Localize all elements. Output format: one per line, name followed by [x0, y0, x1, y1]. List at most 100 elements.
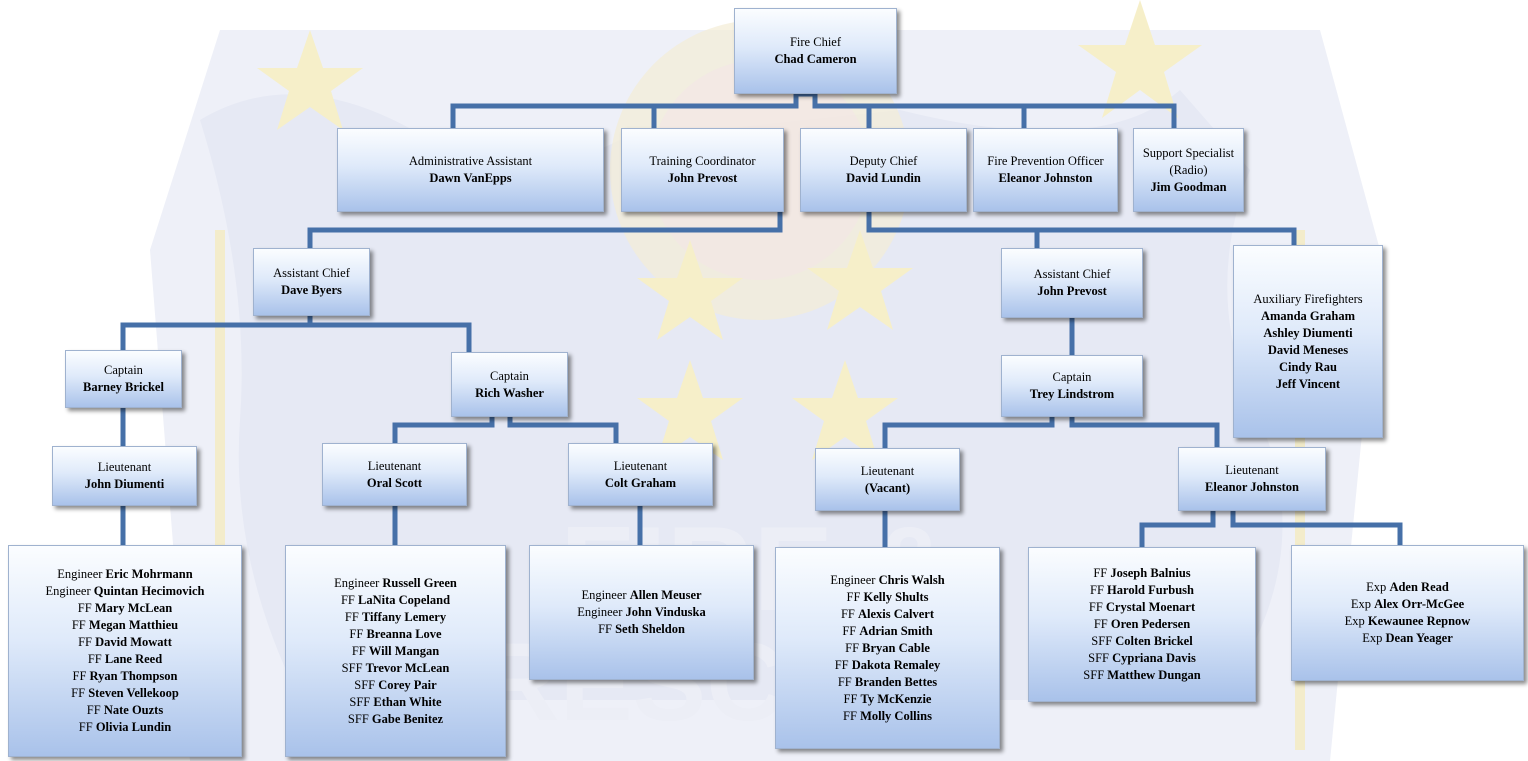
auxiliary-firefighters-box: Auxiliary Firefighters Amanda Graham Ash… [1233, 245, 1383, 438]
crew-member-rank: FF [840, 606, 858, 621]
assistant-chief-title: Assistant Chief [273, 266, 350, 280]
crew-member-name: Alex Orr-McGee [1374, 597, 1465, 611]
crew-member-rank: SFF [341, 660, 366, 675]
crew-member-rank: FF [598, 622, 616, 636]
lieutenant-name: (Vacant) [864, 480, 911, 495]
crew-member: SFF Cypriana Davis [1088, 650, 1196, 667]
crew-member-rank: FF [71, 686, 89, 700]
assistant-chief-byers-box: Assistant Chief Dave Byers [253, 248, 370, 316]
crew-member-name: Ryan Thompson [89, 669, 178, 683]
staff-title: Fire Prevention Officer [987, 154, 1104, 168]
crew-member: SFF Gabe Benitez [348, 711, 443, 728]
crew-member-name: Matthew Dungan [1107, 668, 1201, 682]
crew-member-name: Ty McKenzie [860, 691, 932, 706]
crew-member: FF LaNita Copeland [341, 592, 450, 609]
crew-member: FF Megan Matthieu [72, 617, 178, 634]
staff-title: Deputy Chief [849, 154, 918, 168]
crew-member: FF Seth Sheldon [598, 621, 685, 638]
crew-member-rank: SFF [1083, 668, 1108, 682]
crew-member: SFF Corey Pair [354, 677, 436, 694]
connector-training-to-assistant-chief [307, 209, 783, 251]
assistant-chief-prevost-box: Assistant Chief John Prevost [1001, 248, 1143, 318]
crew-member-rank: FF [1093, 566, 1111, 580]
crew-member-rank: FF [87, 652, 105, 666]
crew-member: SFF Matthew Dungan [1083, 667, 1200, 684]
crew-member: Engineer Eric Mohrmann [57, 566, 192, 583]
crew-member-rank: FF [834, 657, 852, 672]
crew-member-name: Megan Matthieu [88, 618, 179, 632]
crew-member-name: Mary McLean [94, 601, 173, 615]
crew-member: FF Molly Collins [843, 708, 932, 725]
crew-member-rank: Engineer [45, 584, 94, 598]
captain-name: Barney Brickel [83, 380, 164, 394]
crew-member-name: Oren Pedersen [1110, 617, 1191, 631]
fire-prevention-officer-box: Fire Prevention Officer Eleanor Johnston [973, 128, 1118, 212]
crew-member-name: John Vinduska [625, 605, 706, 619]
crew-member: FF Crystal Moenart [1089, 599, 1195, 616]
crew-member-name: Bryan Cable [862, 640, 930, 655]
lieutenant-title: Lieutenant [367, 458, 422, 473]
crew-member: Engineer Russell Green [334, 575, 457, 592]
crew-member-rank: SFF [349, 694, 374, 709]
auxiliary-member: Amanda Graham [1260, 308, 1356, 323]
connector-washer-to-lieutenants [392, 414, 619, 446]
lieutenant-johnston-box: Lieutenant Eleanor Johnston [1178, 447, 1326, 511]
crew-member-rank: FF [86, 703, 104, 717]
crew-member-name: Tiffany Lemery [361, 609, 447, 624]
lieutenant-title: Lieutenant [613, 458, 668, 473]
crew-member-name: Aden Read [1389, 580, 1449, 594]
crew-member-rank: FF [843, 708, 861, 723]
lieutenant-name: John Diumenti [84, 477, 165, 491]
staff-name: Eleanor Johnston [998, 171, 1093, 185]
lieutenant-name: Oral Scott [366, 475, 423, 490]
crew-member-name: Lane Reed [104, 652, 163, 666]
lieutenant-graham-box: Lieutenant Colt Graham [568, 443, 713, 506]
crew-member-name: Colten Brickel [1115, 634, 1193, 648]
crew-member-rank: FF [72, 669, 90, 683]
crew-member: FF Bryan Cable [845, 640, 930, 657]
crew-member-name: Crystal Moenart [1105, 600, 1196, 614]
crew-member: FF Harold Furbush [1090, 582, 1194, 599]
crew-member-name: Corey Pair [378, 677, 437, 692]
fire-chief-title: Fire Chief [789, 35, 842, 49]
crew-member-rank: FF [340, 592, 358, 607]
crew-member: Engineer Chris Walsh [830, 572, 944, 589]
crew-member: FF Dakota Remaley [835, 657, 941, 674]
staff-name: Jim Goodman [1150, 179, 1227, 194]
crew-member-name: Gabe Benitez [371, 711, 444, 726]
crew-member-name: Ethan White [373, 694, 442, 709]
deputy-chief-box: Deputy Chief David Lundin [800, 128, 967, 212]
crew-member-rank: FF [1093, 617, 1111, 631]
crew-member-rank: FF [837, 674, 855, 689]
crew-member: FF Tiffany Lemery [345, 609, 446, 626]
crew-member-name: Branden Bettes [854, 674, 938, 689]
crew-member-name: LaNita Copeland [358, 592, 451, 607]
crew-member: FF Mary McLean [78, 600, 172, 617]
crew-member: Exp Dean Yeager [1362, 630, 1453, 647]
crew-member-rank: FF [842, 623, 860, 638]
crew-member: FF Oren Pedersen [1094, 616, 1190, 633]
auxiliary-member: Ashley Diumenti [1263, 325, 1353, 340]
crew-member: FF Ty McKenzie [844, 691, 932, 708]
lieutenant-title: Lieutenant [97, 460, 152, 474]
crew-member-rank: FF [77, 601, 95, 615]
assistant-chief-title: Assistant Chief [1033, 267, 1111, 281]
crew-member-name: Molly Collins [860, 708, 932, 723]
crew-member-name: Eric Mohrmann [105, 567, 193, 581]
support-specialist-box: Support Specialist (Radio) Jim Goodman [1133, 128, 1244, 212]
crew-member-name: Harold Furbush [1107, 583, 1194, 597]
crew-member: SFF Ethan White [349, 694, 441, 711]
crew-member-rank: FF [351, 643, 369, 658]
crew-member: Engineer Quintan Hecimovich [45, 583, 204, 600]
crew-member-name: Steven Vellekoop [88, 686, 179, 700]
crew-member: Engineer John Vinduska [577, 604, 706, 621]
crew-member-name: Joseph Balnius [1110, 566, 1191, 580]
crew-member-rank: Exp [1366, 580, 1390, 594]
crew-member: Exp Kewaunee Repnow [1345, 613, 1471, 630]
crew-member-rank: Exp [1344, 614, 1368, 628]
crew-member: FF Joseph Balnius [1093, 565, 1190, 582]
staff-title: Training Coordinator [649, 154, 756, 168]
auxiliary-member: David Meneses [1267, 342, 1349, 357]
crew-member-rank: FF [71, 618, 89, 632]
